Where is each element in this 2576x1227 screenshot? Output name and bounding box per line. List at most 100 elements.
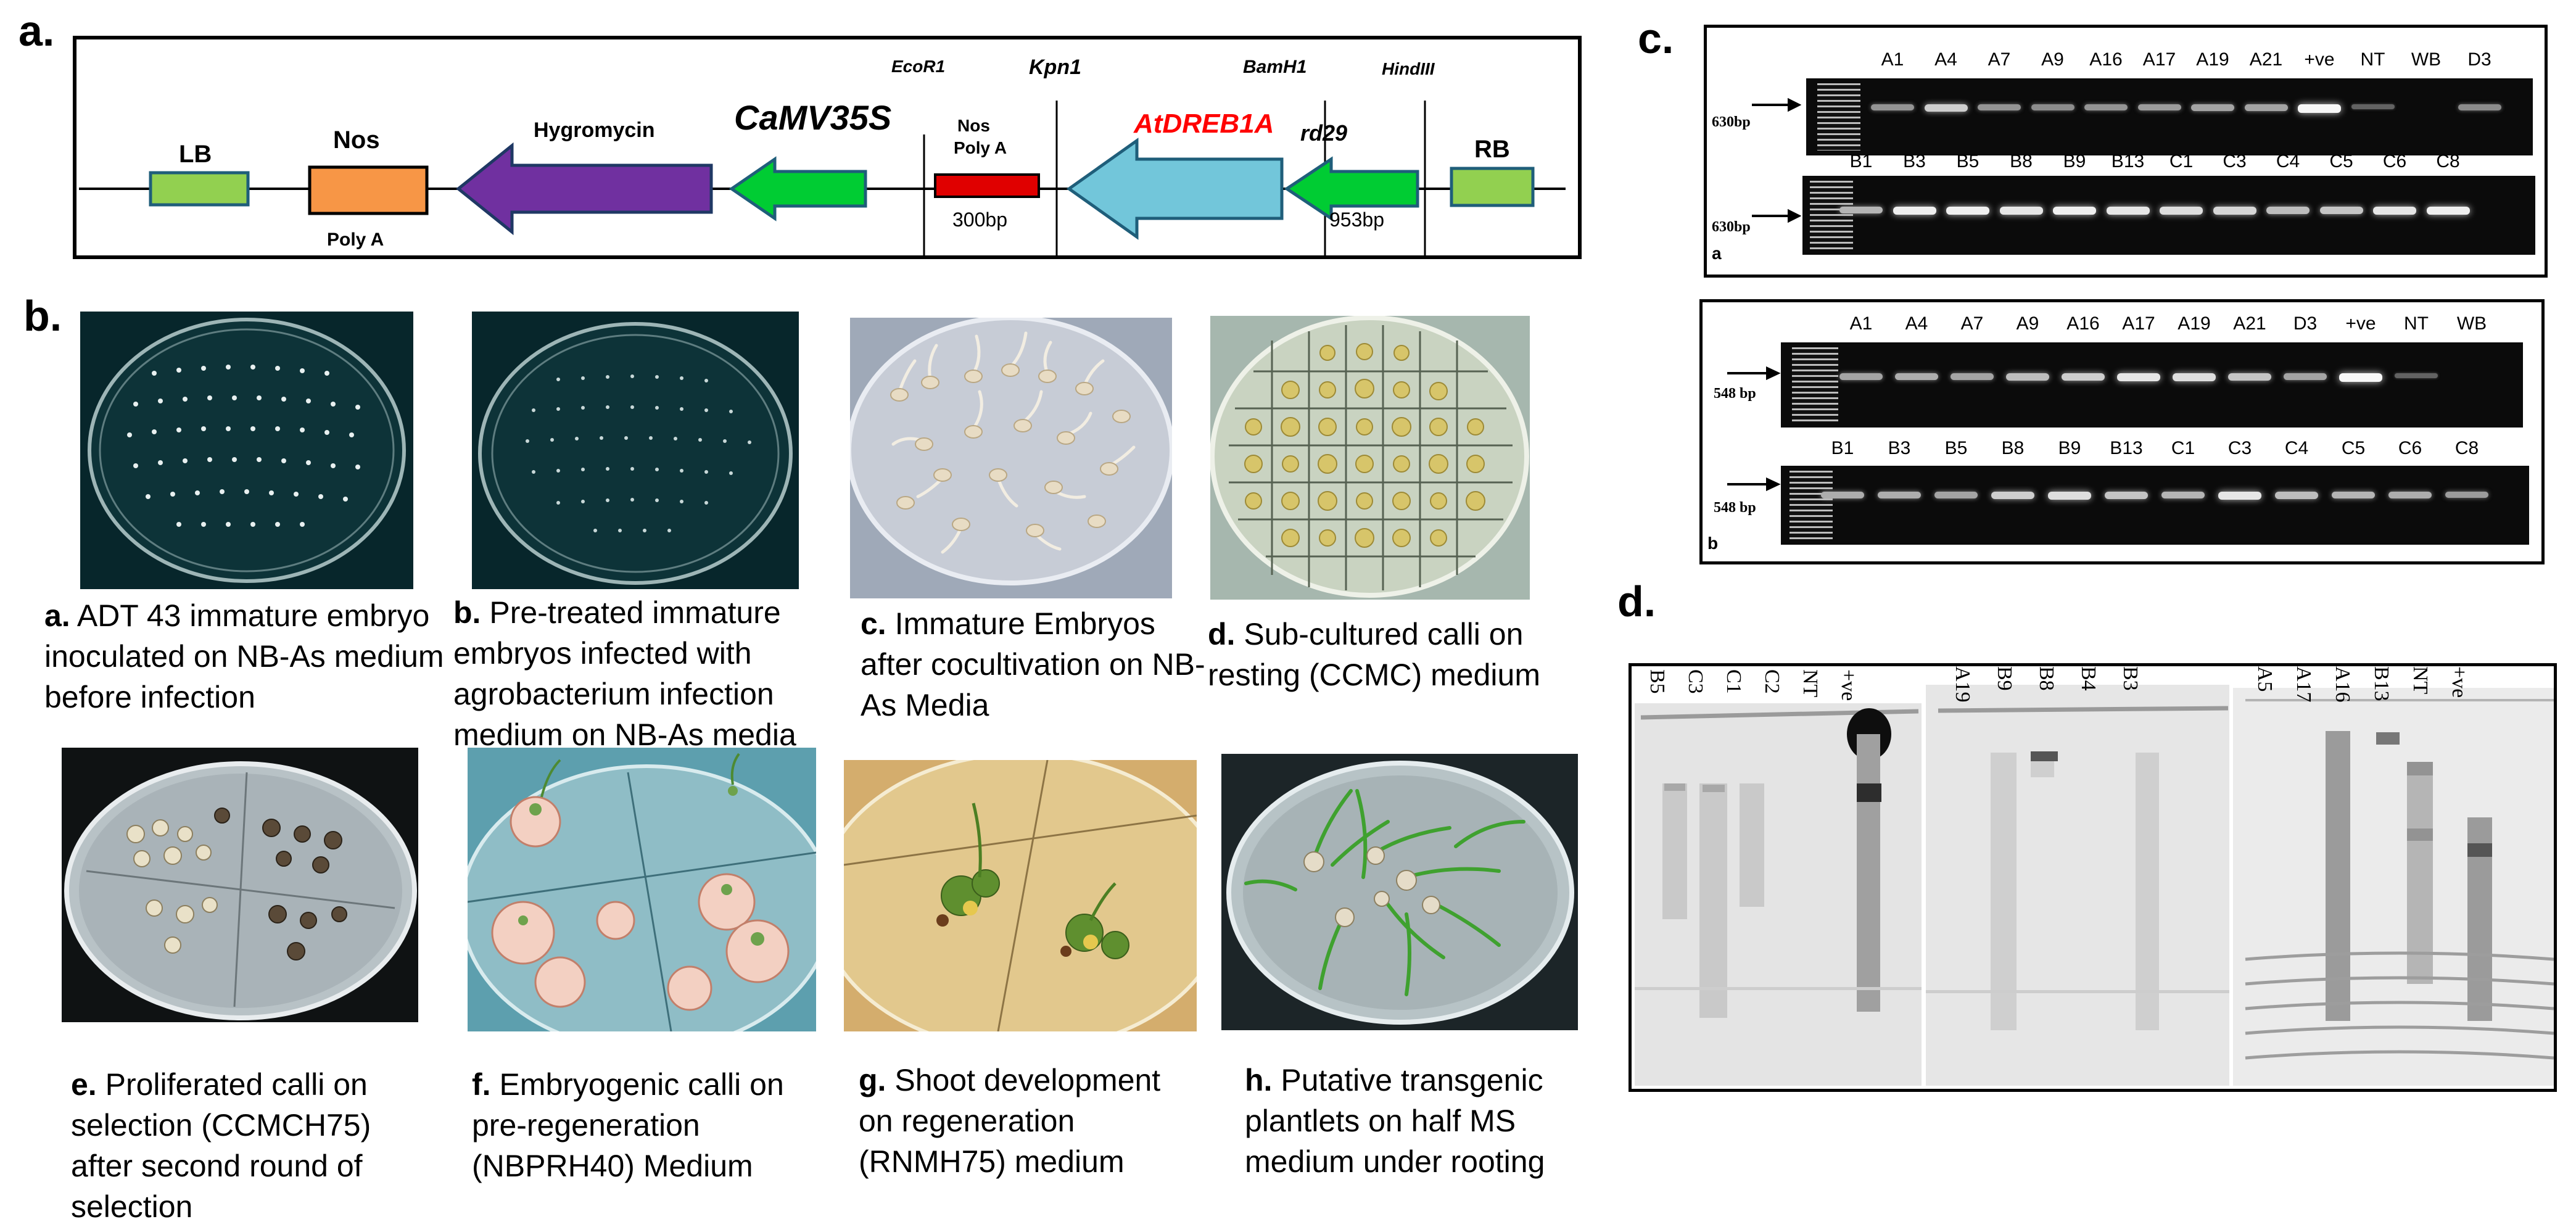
lane-label: C3 <box>2223 151 2247 171</box>
gel1-row2 <box>1802 176 2535 255</box>
hindiii-label: HindIII <box>1382 59 1435 78</box>
gel-band <box>2213 207 2256 215</box>
bp300-label: 300bp <box>952 209 1007 231</box>
gel2-row1-bp: 548 bp <box>1714 386 1756 402</box>
blot-lane-label: +ve <box>2448 666 2471 698</box>
gel-band <box>2228 373 2271 381</box>
blot-lane-label: B4 <box>2077 666 2100 691</box>
gel-band <box>2445 492 2488 498</box>
gel1-row1 <box>1806 78 2533 155</box>
blot-lane-label: +ve <box>1837 669 1860 701</box>
gel-band <box>1951 373 1994 380</box>
gel-band <box>2351 104 2395 110</box>
lane-label: NT <box>2360 49 2385 70</box>
arrow-icon <box>1727 366 1781 381</box>
lane-label: C1 <box>2169 151 2194 171</box>
gel1-frame <box>1704 25 2548 278</box>
rb-label: RB <box>1474 136 1510 163</box>
caption-b-e-letter: e. <box>71 1067 97 1102</box>
gel2-row2-bp: 548 bp <box>1714 500 1756 516</box>
blot-lane-label: B13 <box>2370 666 2393 701</box>
blot-lane-label: NT <box>1799 669 1822 698</box>
panel-d-letter: d. <box>1617 577 1656 626</box>
gel-band <box>2458 104 2501 110</box>
gel1-row1-bp: 630bp <box>1712 114 1751 130</box>
lane-label: A21 <box>2249 49 2283 70</box>
gel-band <box>1946 207 1989 215</box>
lane-label: C6 <box>2382 151 2407 171</box>
rd29-arrow <box>1284 156 1419 221</box>
caption-b-d-letter: d. <box>1208 617 1236 651</box>
rb-box <box>1450 167 1535 207</box>
gel-band <box>1893 207 1936 215</box>
gel-band <box>2161 492 2205 499</box>
gel-band <box>2173 373 2216 381</box>
caption-b-f: f. Embryogenic calli on pre-regeneration… <box>472 1064 808 1186</box>
gel-band <box>2284 373 2327 380</box>
embryo-dots <box>127 365 360 527</box>
blot-lane-label: NT <box>2409 666 2432 695</box>
gel-band <box>2117 373 2160 382</box>
gel-band <box>1924 104 1968 112</box>
construct-map <box>79 101 1566 258</box>
gel-band <box>2426 207 2470 215</box>
panel-a-letter: a. <box>19 7 55 55</box>
blot1 <box>1635 703 1922 1086</box>
gel-band <box>2339 373 2382 382</box>
dna-ladder <box>1790 471 1833 540</box>
blot-lane-label: B5 <box>1646 669 1669 694</box>
gel-band <box>2298 104 2341 113</box>
gel2-row1 <box>1781 342 2523 428</box>
gel-band <box>1878 492 1921 498</box>
atdreb1a-arrow <box>1066 138 1284 240</box>
dna-ladder <box>1817 83 1860 151</box>
caption-b-e-text: Proliferated calli on selection (CCMCH75… <box>71 1067 371 1224</box>
lane-label: A19 <box>2196 49 2229 70</box>
lane-label: C1 <box>2171 438 2195 458</box>
blot-lane-label: B3 <box>2119 666 2142 691</box>
rd29-label: rd29 <box>1300 120 1348 146</box>
lane-label: A16 <box>2089 49 2123 70</box>
gel-band <box>1839 207 1883 214</box>
gel-band <box>1978 104 2021 111</box>
hygromycin-label: Hygromycin <box>534 118 655 142</box>
gel-band <box>2319 207 2363 214</box>
blot-lane-label: C1 <box>1722 669 1745 694</box>
bp953-label: 953bp <box>1329 209 1384 231</box>
gel-band <box>2266 207 2310 214</box>
photo-c-petri-dish <box>850 318 1172 598</box>
lane-label: A19 <box>2178 313 2211 334</box>
lane-label: NT <box>2404 313 2429 334</box>
caption-b-g: g. Shoot development on regeneration (RN… <box>859 1060 1186 1182</box>
polya2-label: Poly A <box>954 138 1007 157</box>
lane-label: B3 <box>1888 438 1911 458</box>
caption-b-h-text: Putative transgenic plantlets on half MS… <box>1245 1063 1545 1179</box>
camv35s-arrow <box>729 156 867 221</box>
caption-b-a-letter: a. <box>44 598 70 633</box>
lane-label: A17 <box>2122 313 2155 334</box>
gel1-sub-letter: a <box>1712 244 1722 263</box>
blot-lane-label: C2 <box>1761 669 1783 694</box>
lane-label: B13 <box>2111 151 2145 171</box>
lane-label: B8 <box>2001 438 2025 458</box>
atdreb1a-label: AtDREB1A <box>1134 109 1274 139</box>
lane-label: A7 <box>1960 313 1984 334</box>
caption-b-c: c. Immature Embryos after cocultivation … <box>861 603 1206 725</box>
lane-label: A4 <box>1934 49 1957 70</box>
lane-label: B3 <box>1903 151 1926 171</box>
blot-lane-label: A19 <box>1951 666 1974 703</box>
gel-band <box>2048 492 2091 500</box>
photo-a-petri-dish <box>80 312 413 589</box>
bamh1-label: BamH1 <box>1243 57 1307 77</box>
lane-label: C5 <box>2329 151 2353 171</box>
blot-lane-label: C3 <box>1684 669 1707 694</box>
lane-label: WB <box>2411 49 2442 70</box>
lane-label: D3 <box>2293 313 2318 334</box>
camv35s-label: CaMV35S <box>734 98 892 137</box>
construct-map-frame <box>73 36 1582 259</box>
lane-label: A9 <box>2041 49 2064 70</box>
hygromycin-arrow <box>456 142 713 236</box>
caption-b-d-text: Sub-cultured calli on resting (CCMC) med… <box>1208 617 1540 692</box>
gel-band <box>2031 104 2074 110</box>
gel2-frame <box>1699 299 2545 564</box>
